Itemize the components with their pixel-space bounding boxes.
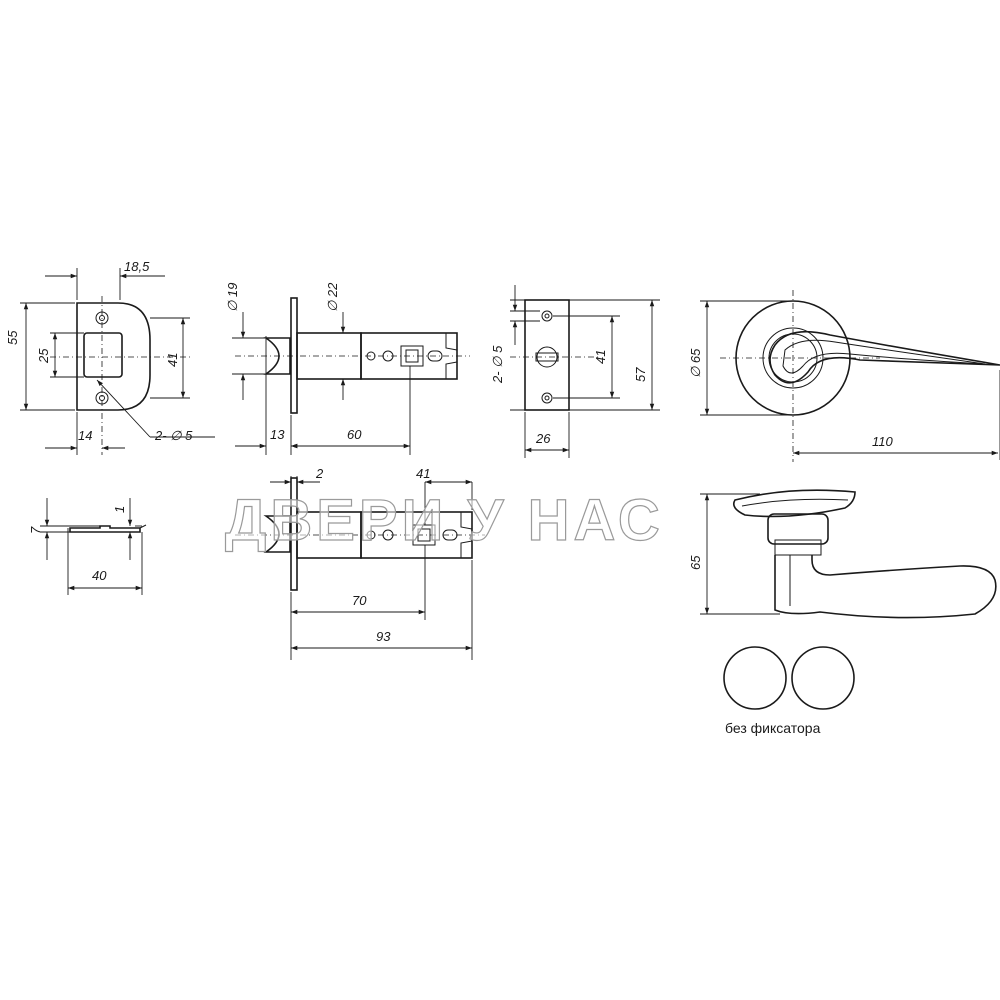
rosette-diameter-dim: ∅ 65 (688, 348, 703, 378)
latch-gap-dim: 2 (315, 466, 324, 481)
rosette-right (791, 646, 855, 710)
latch-flange (290, 297, 298, 414)
strike-height-dim: 55 (5, 330, 20, 345)
watermark-text: ДВЕРИ У НАС (225, 488, 664, 553)
strike-plate-slot (83, 332, 123, 378)
face-plate-width-dim: 26 (535, 431, 551, 446)
strike-slot-dim: 41 (165, 353, 180, 367)
latch-diameter-b-label: ∅ 22 (325, 282, 340, 312)
strike-plate-outline (76, 302, 151, 411)
strike-plate-side: 40 7 1 (28, 498, 147, 595)
strike-inner-dim: 25 (36, 348, 51, 364)
latch-extended-view: 70 93 2 41 (235, 466, 485, 660)
latch-offset-dim: 41 (416, 466, 430, 481)
face-plate-holes-dim: 2- ∅ 5 (490, 345, 505, 384)
strike-holes-dim: 2- ∅ 5 (154, 428, 193, 443)
handle-side-rosette (732, 489, 856, 518)
strike-depth-dim: 14 (78, 428, 92, 443)
latch-extended-backset-dim: 70 (352, 593, 367, 608)
strike-side-lip-dim: 1 (112, 506, 127, 513)
rosette-left (723, 646, 787, 710)
strike-plate-front: 18,5 55 25 41 2- ∅ 5 14 (5, 259, 215, 455)
latch-face-plate: 57 41 2- ∅ 5 26 (490, 285, 660, 458)
strike-side-length-dim: 40 (92, 568, 107, 583)
latch-side-view: 13 60 ∅ 19 ∅ 22 (225, 282, 470, 455)
latch-flange-dim: 13 (270, 427, 285, 442)
handle-side-lever (774, 555, 997, 619)
face-plate-outer-dim: 57 (633, 367, 648, 382)
handle-side-height-dim: 65 (688, 555, 703, 570)
strike-width-dim: 18,5 (124, 259, 150, 274)
handle-side-view: 65 (688, 489, 997, 619)
handle-length-dim: 110 (872, 434, 893, 449)
latch-diameter-a-label: ∅ 19 (225, 283, 240, 312)
latch-backset-dim: 60 (347, 427, 362, 442)
lever-handle (769, 330, 1000, 384)
rosettes-group: без фиксатора (723, 646, 855, 736)
face-plate-inner-dim: 41 (593, 350, 608, 364)
latch-tongue (263, 337, 291, 375)
handle-front-view: ∅ 65 110 (688, 290, 1000, 462)
strike-side-thickness-dim: 7 (28, 526, 43, 534)
latch-total-dim: 93 (376, 629, 391, 644)
rosette-caption: без фиксатора (725, 720, 821, 736)
